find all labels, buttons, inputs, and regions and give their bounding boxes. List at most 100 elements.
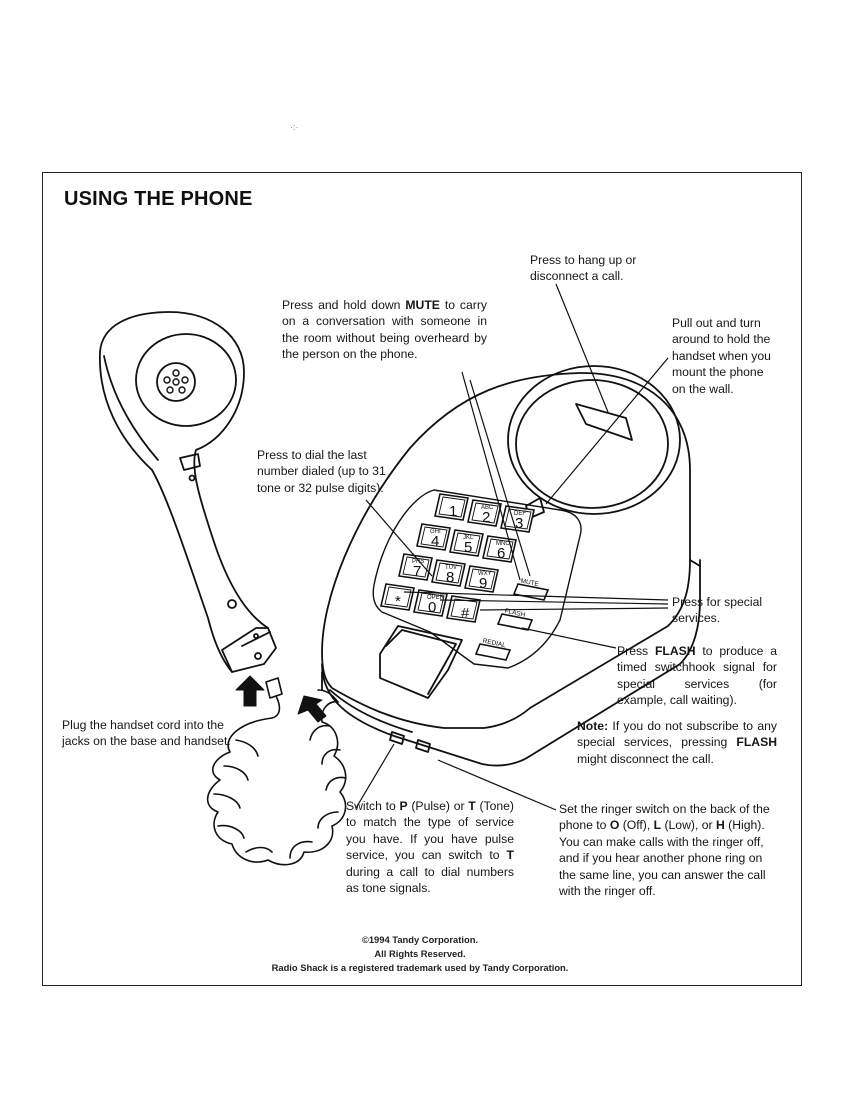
- ringer-high-key: H: [715, 818, 725, 833]
- copyright-footer: ©1994 Tandy Corporation. All Rights Rese…: [200, 933, 640, 975]
- key-letters: MNO: [496, 541, 510, 547]
- key-digit: 4: [431, 533, 439, 550]
- key-letters: TUV: [445, 565, 457, 571]
- key-digit: 3: [515, 515, 523, 532]
- flash-key-name: FLASH: [654, 644, 696, 658]
- mute-callout: Press and hold down MUTE to carry on a c…: [282, 297, 487, 363]
- ringer-off-key: O: [609, 818, 620, 833]
- hang-up-callout: Press to hang up or disconnect a call.: [530, 252, 680, 285]
- key-face: [438, 496, 466, 518]
- page-frame: [42, 172, 802, 986]
- key-letters: WXY: [478, 571, 492, 577]
- page-title: USING THE PHONE: [64, 188, 253, 210]
- scan-specks: ·:·: [290, 122, 299, 132]
- key-digit: 2: [482, 509, 490, 526]
- function-key-label: MUTE: [520, 578, 540, 589]
- keypad-panel-drawing: [372, 489, 582, 669]
- rights-line: All Rights Reserved.: [374, 948, 466, 959]
- key-letters: ABC: [481, 505, 494, 511]
- ringer-callout: Set the ringer switch on the back of the…: [559, 801, 779, 899]
- ringer-text-1: Set the ringer switch on the back of the…: [559, 802, 770, 833]
- note-key-name: FLASH: [736, 735, 777, 750]
- key-face: [471, 502, 499, 524]
- cord-text: Plug the handset cord into the jacks on …: [62, 718, 231, 749]
- key-face: [417, 592, 445, 614]
- function-key-cap: [496, 613, 534, 631]
- redial-text: Press to dial the last number dialed (up…: [257, 448, 386, 495]
- hook-text: Pull out and turn around to hold the han…: [672, 316, 771, 396]
- mute-text-pre: Press and hold down: [282, 298, 406, 312]
- switch-text-1: Switch to: [346, 799, 400, 813]
- key-letters: JKL: [463, 535, 474, 541]
- trademark-line: Radio Shack is a registered trademark us…: [271, 962, 569, 973]
- mute-text-post: to carry on a conversation with someone …: [282, 298, 487, 362]
- redial-callout: Press to dial the last number dialed (up…: [257, 447, 407, 496]
- switch-text-2: (Pulse) or: [407, 799, 469, 813]
- pulse-tone-callout: Switch to P (Pulse) or T (Tone) to match…: [346, 798, 514, 896]
- key-pound: #: [446, 595, 481, 623]
- switch-text-4: during a call to dial numbers as tone si…: [346, 864, 514, 896]
- note-text-pre: If you do not subscribe to any special s…: [577, 719, 777, 750]
- key-face: [468, 568, 496, 590]
- mute-key-name: MUTE: [405, 298, 440, 312]
- note-label: Note:: [577, 719, 609, 733]
- function-key-label: REDIAL: [482, 638, 507, 650]
- handset-drawing: [99, 311, 277, 673]
- coiled-cord-drawing: [206, 677, 347, 866]
- flash-warning-note: Note: If you do not subscribe to any spe…: [577, 718, 777, 767]
- key-digit: 0: [428, 599, 436, 616]
- hook-callout: Pull out and turn around to hold the han…: [672, 315, 780, 397]
- flash-callout: Press FLASH to produce a timed switchhoo…: [617, 643, 777, 709]
- key-letters: PRS: [412, 559, 424, 565]
- key-digit: 6: [497, 545, 505, 562]
- key-letters: OPER: [427, 595, 445, 601]
- special-services-text: Press for special services.: [672, 595, 763, 626]
- flash-text-post: to produce a timed switchhook signal for…: [617, 644, 777, 708]
- key-face: [486, 538, 514, 560]
- switch-text-3: (Tone) to match the type of service you …: [346, 799, 514, 863]
- copyright-line: ©1994 Tandy Corporation.: [361, 934, 479, 945]
- key-letters: DEF: [514, 511, 526, 517]
- key-digit: 7: [413, 563, 421, 580]
- key-1: 1: [434, 493, 469, 521]
- key-digit: 9: [479, 575, 487, 592]
- ringer-low-key: L: [653, 818, 662, 833]
- hang-up-text: Press to hang up or disconnect a call.: [530, 253, 637, 284]
- switch-tone-key: T: [468, 799, 476, 813]
- flash-key: FLASH: [496, 608, 534, 631]
- key-digit: 5: [464, 539, 472, 556]
- key-digit: 1: [449, 503, 457, 520]
- key-face: [435, 562, 463, 584]
- function-key-cap: [474, 643, 512, 661]
- switch-pulse-key: P: [399, 799, 408, 813]
- key-star: *: [380, 583, 415, 611]
- key-face: [420, 526, 448, 548]
- flash-text-pre: Press: [617, 644, 655, 658]
- redial-key: REDIAL: [474, 638, 512, 661]
- ringer-text-4: (High). You can make calls with the ring…: [559, 818, 766, 899]
- ringer-text-3: (Low), or: [661, 818, 716, 833]
- switch-tone-key-2: T: [506, 848, 514, 863]
- function-key-label: FLASH: [504, 608, 526, 619]
- note-text-post: might disconnect the call.: [577, 751, 714, 766]
- key-digit: 8: [446, 569, 454, 586]
- leader-lines: [355, 283, 669, 811]
- ringer-text-2: (Off),: [619, 818, 654, 833]
- key-digit: *: [395, 593, 401, 610]
- key-letters: GHI: [430, 529, 441, 535]
- key-digit: #: [461, 605, 470, 622]
- special-services-callout: Press for special services.: [672, 594, 780, 627]
- key-face: [453, 532, 481, 554]
- key-face: [402, 556, 430, 578]
